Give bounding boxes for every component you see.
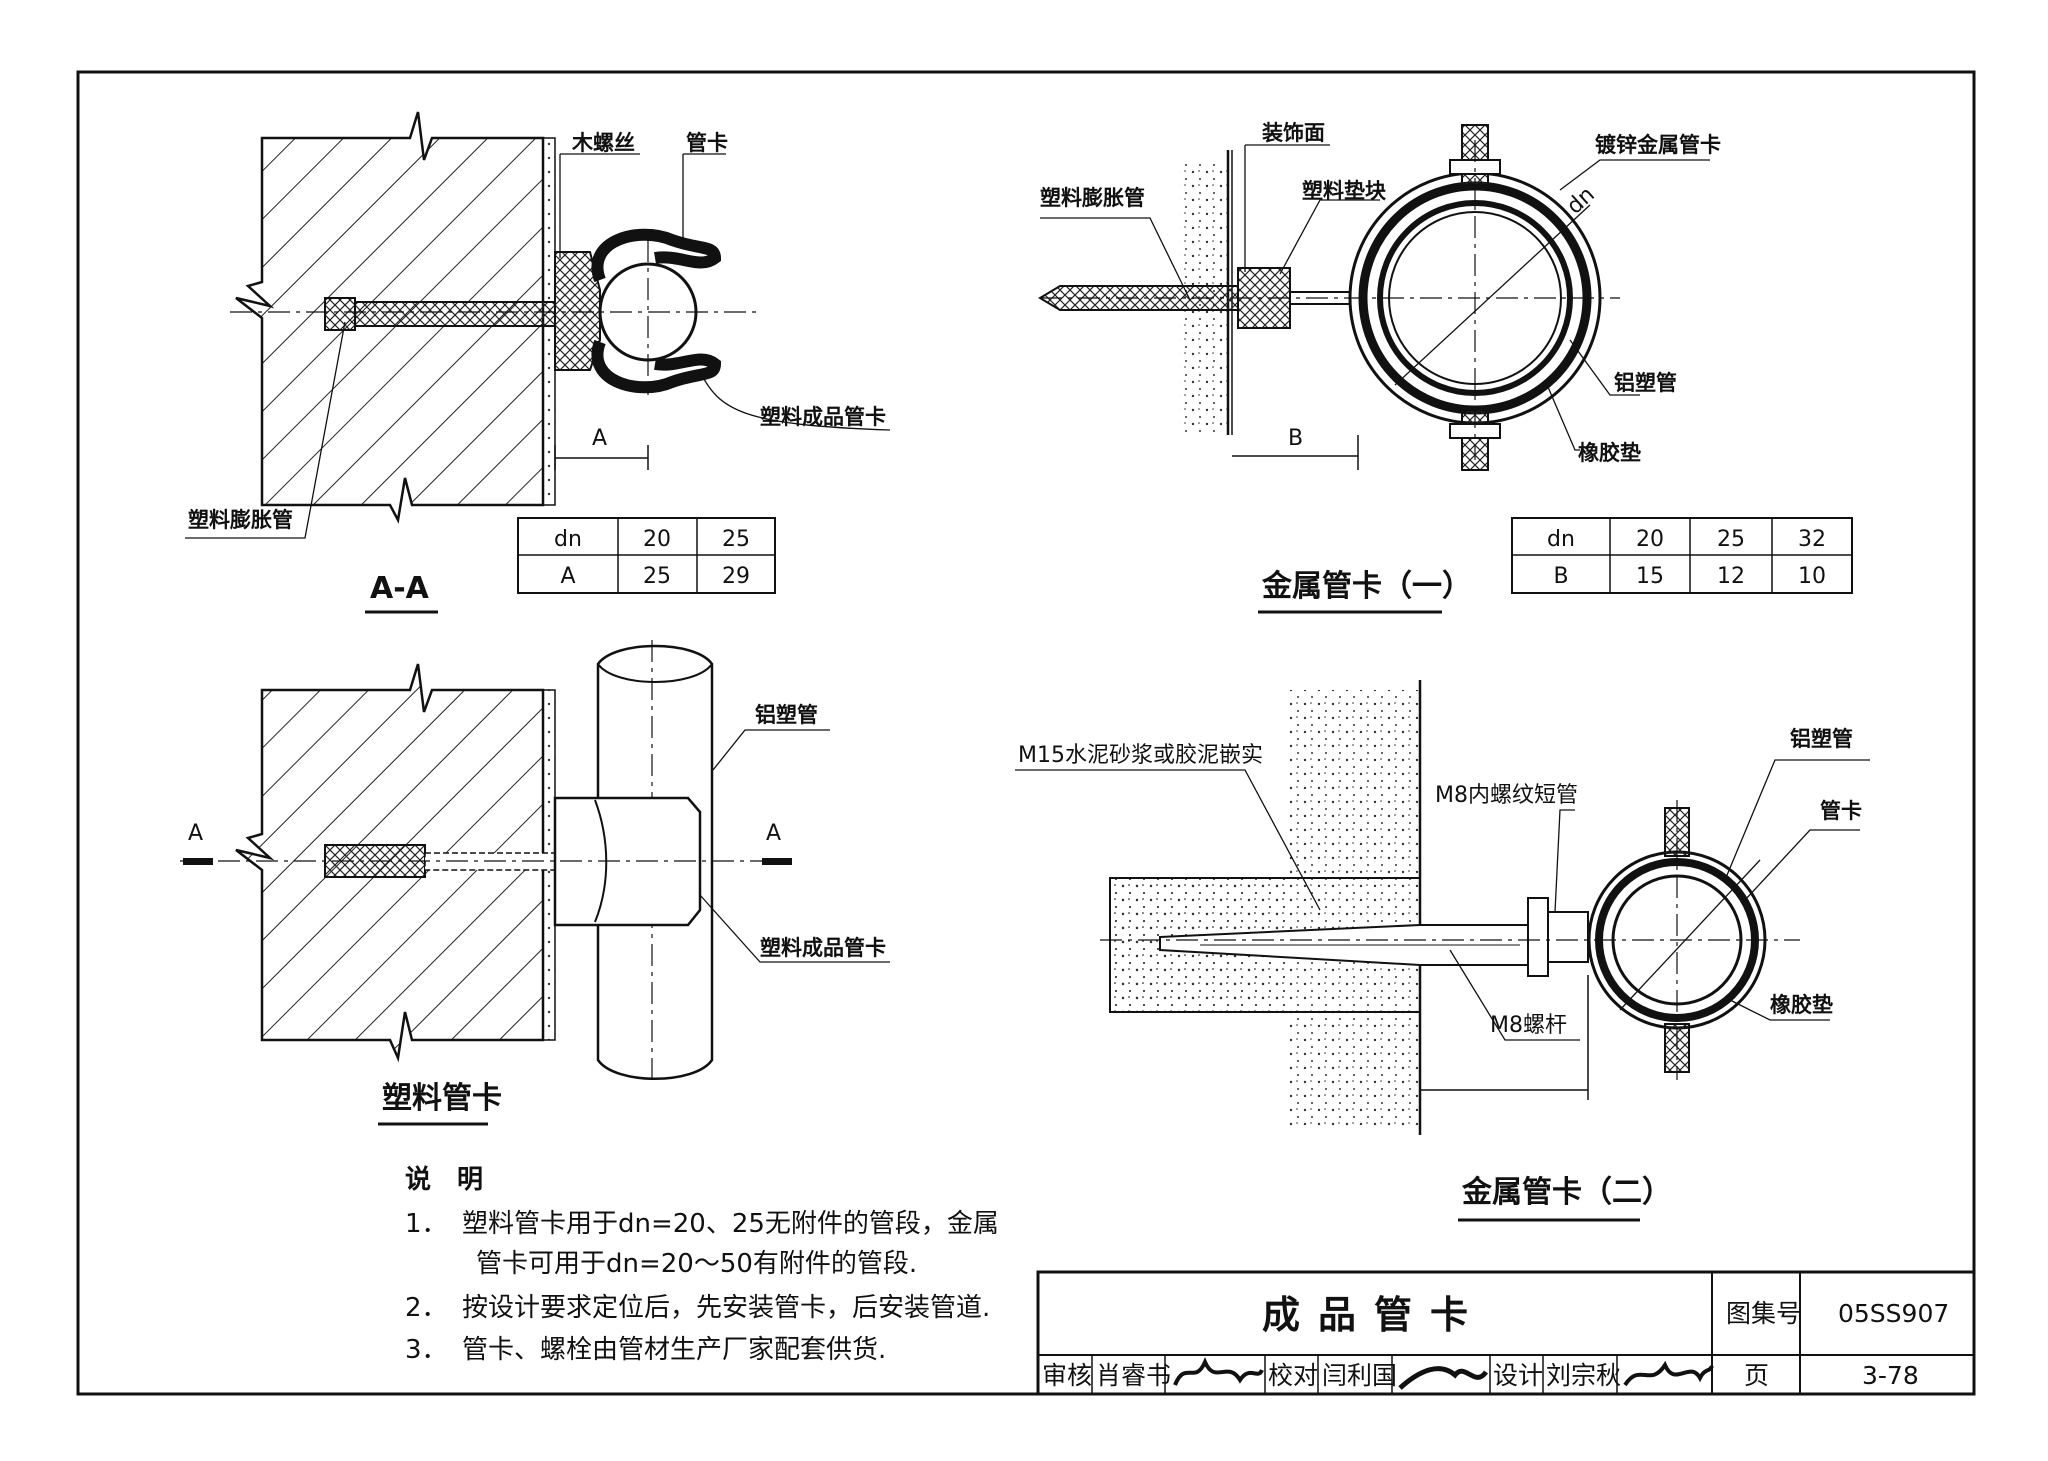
check-name: 闫利国 — [1322, 1361, 1397, 1390]
dim-table-b — [1511, 517, 1853, 594]
table-a-cell: 25 — [643, 564, 671, 589]
label-rubber-pad: 橡胶垫 — [1770, 993, 1833, 1017]
label-expansion-tube: 塑料膨胀管 — [188, 508, 293, 532]
note-text: 管卡、螺栓由管材生产厂家配套供货. — [462, 1335, 886, 1365]
note-num: 1． — [405, 1209, 448, 1239]
label-mortar: M15水泥砂浆或胶泥嵌实 — [1018, 743, 1263, 768]
design-name: 刘宗秋 — [1546, 1361, 1621, 1390]
table-a-cell: dn — [554, 527, 582, 552]
signature-review — [1173, 1356, 1264, 1386]
design-label: 设计 — [1493, 1361, 1543, 1390]
label-rubber-pad: 橡胶垫 — [1578, 441, 1641, 465]
dim-table-a — [517, 517, 776, 594]
note-text: 管卡可用于dn=20～50有附件的管段. — [476, 1249, 917, 1279]
page-label: 页 — [1744, 1361, 1769, 1390]
table-b-cell: 15 — [1636, 564, 1664, 589]
table-b-cell: dn — [1547, 527, 1575, 552]
label-clamp: 管卡 — [1820, 799, 1862, 823]
label-pipe: 铝塑管 — [755, 703, 818, 727]
plastic-clamp-section — [185, 111, 891, 539]
dim-b: B — [1288, 426, 1303, 451]
table-b-cell: B — [1553, 564, 1568, 589]
label-galv-clamp: 镀锌金属管卡 — [1595, 133, 1721, 157]
plastic-clamp-front-view — [180, 640, 890, 1080]
table-b-cell: 20 — [1636, 527, 1664, 552]
table-a-cell: 29 — [722, 564, 750, 589]
table-a-cell: A — [560, 564, 575, 589]
label-expansion-tube: 塑料膨胀管 — [1040, 186, 1145, 210]
label-finished-clamp: 塑料成品管卡 — [760, 405, 886, 429]
drawing-title: 成品管卡 — [1262, 1293, 1486, 1337]
metal-clamp-1-title: 金属管卡（一） — [1261, 569, 1472, 604]
metal-clamp-2 — [1015, 680, 1870, 1135]
label-wood-screw: 木螺丝 — [571, 131, 635, 155]
label-decor-face: 装饰面 — [1262, 121, 1325, 145]
label-finished-clamp: 塑料成品管卡 — [760, 936, 886, 960]
label-pipe: 铝塑管 — [1614, 371, 1677, 395]
note-text: 按设计要求定位后，先安装管卡，后安装管道. — [462, 1293, 990, 1323]
title-block — [1036, 1270, 1976, 1396]
label-cut-right: A — [766, 821, 781, 846]
label-clamp: 管卡 — [686, 131, 728, 155]
label-spacer: 塑料垫块 — [1302, 179, 1387, 203]
label-cut-left: A — [188, 821, 203, 846]
review-name: 肖睿书 — [1096, 1361, 1171, 1390]
page-number: 3-78 — [1862, 1361, 1919, 1390]
table-b-cell: 10 — [1798, 564, 1826, 589]
table-a-cell: 20 — [643, 527, 671, 552]
metal-clamp-2-title: 金属管卡（二） — [1461, 1175, 1672, 1210]
signature-check — [1398, 1366, 1489, 1390]
note-num: 3． — [405, 1335, 448, 1365]
review-label: 审核 — [1042, 1361, 1092, 1390]
section-title-aa: A-A — [370, 571, 430, 606]
table-b-cell: 12 — [1717, 564, 1745, 589]
notes-heading: 说 明 — [405, 1165, 483, 1195]
label-rod: M8螺杆 — [1490, 1013, 1567, 1038]
atlas-label: 图集号 — [1726, 1299, 1801, 1328]
dim-a: A — [592, 426, 607, 451]
table-b-cell: 25 — [1717, 527, 1745, 552]
table-a-cell: 25 — [722, 527, 750, 552]
front-view-title: 塑料管卡 — [382, 1081, 502, 1116]
metal-clamp-1 — [1038, 124, 1710, 471]
table-b-cell: 32 — [1798, 527, 1826, 552]
check-label: 校对 — [1268, 1361, 1318, 1390]
label-thread-sleeve: M8内螺纹短管 — [1435, 783, 1578, 808]
atlas-number: 05SS907 — [1838, 1299, 1949, 1328]
sheet-border — [76, 70, 1976, 1396]
note-text: 塑料管卡用于dn=20、25无附件的管段，金属 — [462, 1209, 999, 1239]
signature-design — [1623, 1360, 1714, 1387]
note-num: 2． — [405, 1293, 448, 1323]
label-pipe: 铝塑管 — [1790, 727, 1853, 751]
